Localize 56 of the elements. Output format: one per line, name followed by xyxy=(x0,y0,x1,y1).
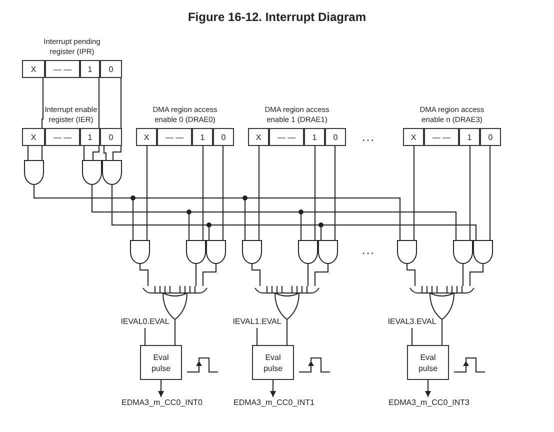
enable-bit-label: IEVAL0.EVAL xyxy=(112,316,178,328)
bit-field: 0 xyxy=(325,128,346,146)
wire xyxy=(202,264,216,286)
wire xyxy=(174,320,176,346)
ellipsis: ... xyxy=(362,243,376,257)
bit-field: 0 xyxy=(480,128,501,146)
bit-field: X xyxy=(403,128,424,146)
bit-field: — — xyxy=(424,128,459,146)
wire xyxy=(256,328,258,346)
bit-field: — — xyxy=(157,128,192,146)
wire xyxy=(334,146,336,240)
bit-field: X xyxy=(22,128,45,146)
wire xyxy=(258,146,260,240)
bit-field: — — xyxy=(45,60,80,78)
bit-field: 0 xyxy=(213,128,234,146)
arrow xyxy=(425,380,431,398)
eval-pulse-block: Eval pulse xyxy=(140,345,182,380)
output-signal-label: EDMA3_m_CC0_INT0 xyxy=(112,397,212,409)
figure-title: Figure 16-12. Interrupt Diagram xyxy=(186,10,368,24)
eval-pulse-block: Eval pulse xyxy=(407,345,449,380)
arrow xyxy=(270,380,276,398)
bit-field: 1 xyxy=(80,60,100,78)
bit-field: — — xyxy=(45,128,80,146)
wire xyxy=(140,264,148,286)
wire xyxy=(202,146,204,240)
wire xyxy=(222,146,224,240)
wire xyxy=(314,146,316,240)
output-signal-label: EDMA3_m_CC0_INT1 xyxy=(224,397,324,409)
wire xyxy=(112,78,122,160)
wire xyxy=(462,264,464,286)
bit-field: 0 xyxy=(100,128,122,146)
wire xyxy=(470,264,484,286)
bit-field: X xyxy=(22,60,45,78)
bit-field: 1 xyxy=(459,128,480,146)
output-signal-label: EDMA3_m_CC0_INT3 xyxy=(379,397,479,409)
bit-field: 1 xyxy=(192,128,213,146)
wire xyxy=(252,264,260,286)
wire xyxy=(144,328,146,346)
wire xyxy=(146,146,148,240)
bit-field: 1 xyxy=(80,128,100,146)
wire xyxy=(406,264,416,286)
bit-field: 1 xyxy=(304,128,325,146)
arrow xyxy=(158,380,164,398)
wire xyxy=(104,146,106,160)
enable-bit-label: IEVAL1.EVAL xyxy=(224,316,290,328)
bit-field: X xyxy=(248,128,269,146)
wire xyxy=(286,320,288,346)
wire xyxy=(92,78,100,160)
ellipsis: ... xyxy=(362,130,376,144)
enable-bit-label: IEVAL3.EVAL xyxy=(379,316,445,328)
bit-field: 0 xyxy=(100,60,122,78)
bit-field: — — xyxy=(269,128,304,146)
bit-field: X xyxy=(136,128,157,146)
wire xyxy=(42,78,44,160)
wire xyxy=(314,264,328,286)
eval-pulse-block: Eval pulse xyxy=(252,345,294,380)
